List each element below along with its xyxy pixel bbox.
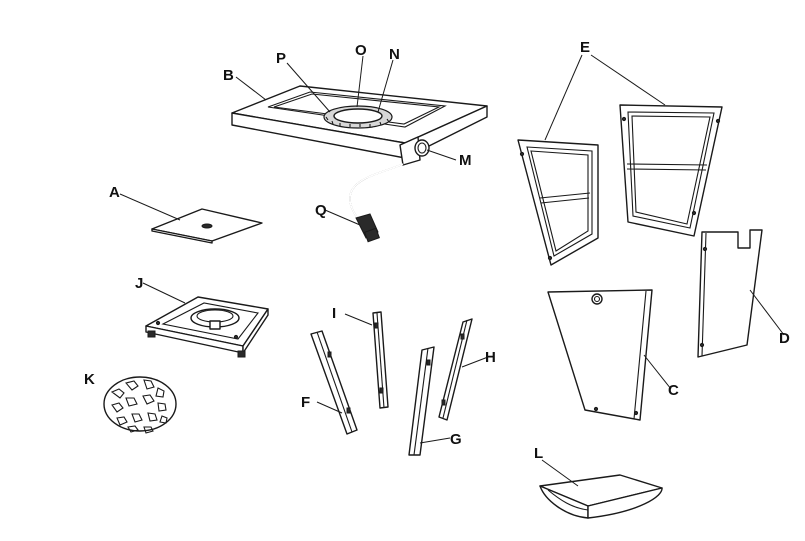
label-m: M	[459, 152, 472, 169]
part-d-back-panel	[697, 229, 763, 358]
label-e: E	[580, 39, 590, 56]
part-m-igniter	[399, 136, 430, 166]
part-i-leg	[372, 311, 389, 409]
label-g: G	[450, 431, 462, 448]
part-a-plate	[151, 208, 263, 244]
label-l: L	[534, 445, 543, 462]
part-f-leg	[310, 330, 358, 435]
label-a: A	[109, 184, 120, 201]
label-j: J	[135, 275, 143, 292]
label-k: K	[84, 371, 95, 388]
label-n: N	[389, 46, 400, 63]
label-d: D	[779, 330, 790, 347]
part-h-leg	[438, 318, 473, 421]
part-g-leg	[408, 346, 435, 456]
label-h: H	[485, 349, 496, 366]
part-k-lava-rocks	[103, 376, 177, 434]
label-b: B	[223, 67, 234, 84]
label-i: I	[332, 305, 336, 322]
part-e-side-panel-right	[619, 104, 723, 237]
leader-lines	[119, 54, 785, 487]
part-j-burner-frame	[145, 296, 269, 358]
part-l-cover	[539, 474, 663, 519]
part-labels: A B C D E F G H I J K L M N O P Q	[84, 39, 790, 462]
label-o: O	[355, 42, 367, 59]
part-e-side-panel-left	[517, 139, 599, 266]
label-c: C	[668, 382, 679, 399]
label-q: Q	[315, 202, 327, 219]
label-f: F	[301, 394, 310, 411]
burner-ring	[323, 105, 393, 129]
label-p: P	[276, 50, 286, 67]
part-q-gas-hose	[349, 163, 404, 243]
part-b-table-top	[231, 85, 488, 243]
part-c-front-panel	[547, 289, 653, 421]
